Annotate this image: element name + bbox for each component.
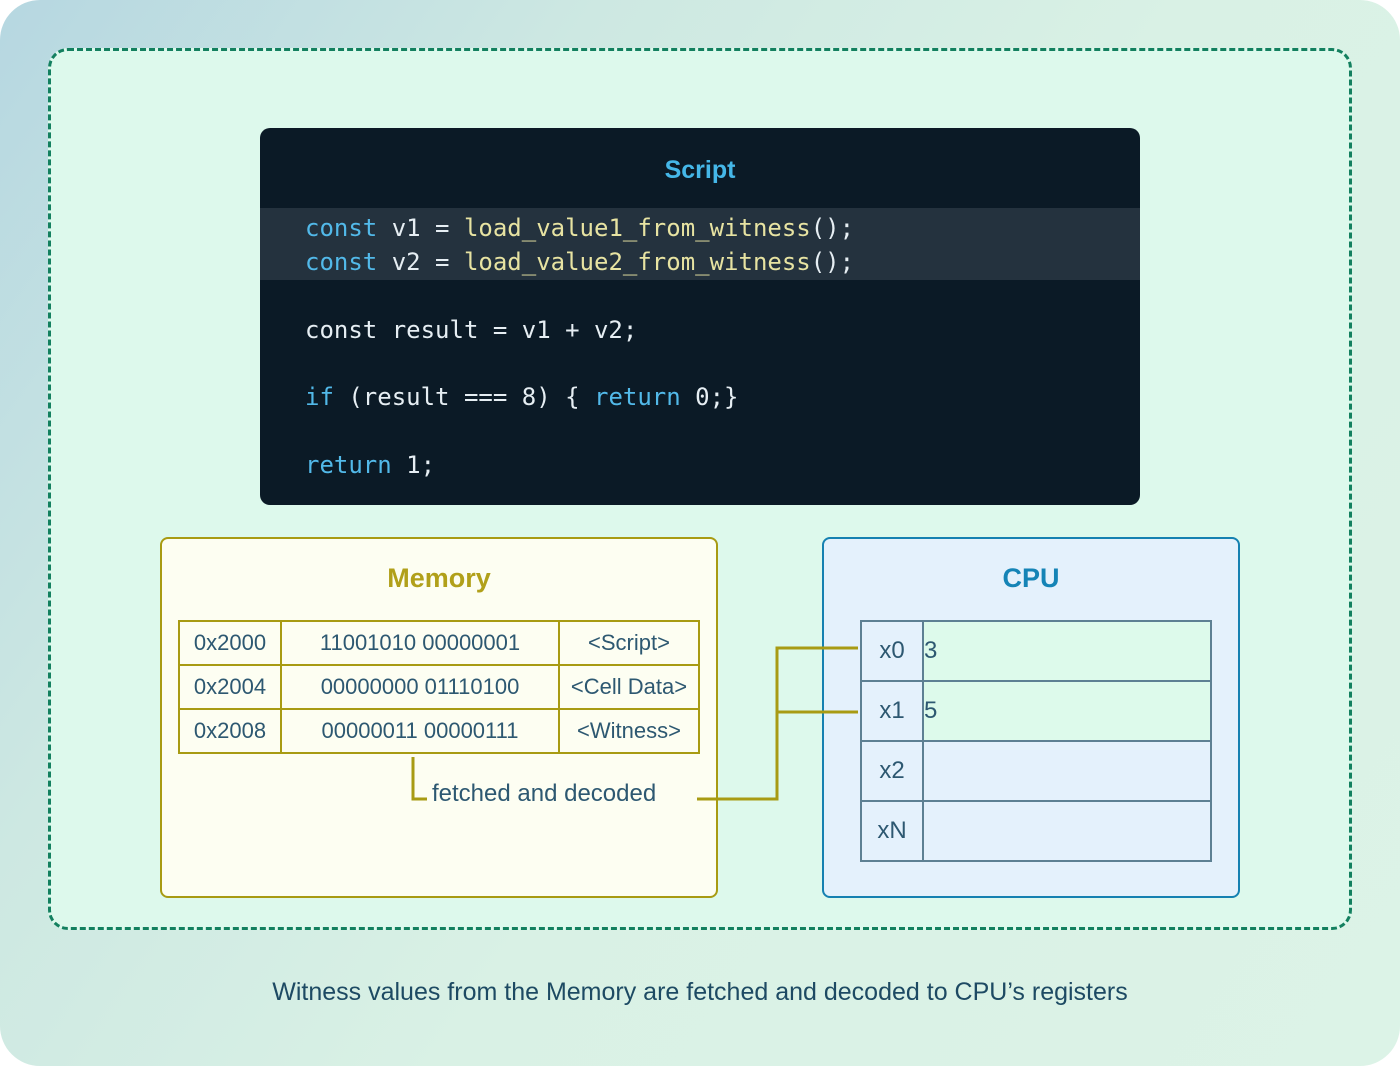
memory-address-cell: 0x2004 bbox=[178, 664, 282, 710]
memory-label-cell-highlighted: <Witness> bbox=[558, 708, 700, 754]
memory-bits-cell: 11001010 00000001 bbox=[280, 620, 560, 666]
code-token: const bbox=[305, 248, 378, 276]
register-row: x1 5 bbox=[860, 680, 1212, 742]
code-line-5: return 1; bbox=[305, 451, 435, 479]
code-line-4: if (result === 8) { return 0;} bbox=[305, 383, 739, 411]
memory-label-cell: <Script> bbox=[558, 620, 700, 666]
register-value-cell bbox=[922, 740, 1212, 802]
code-token: if bbox=[305, 383, 334, 411]
code-token: load_value2_from_witness bbox=[463, 248, 811, 276]
memory-bits-cell: 00000000 01110100 bbox=[280, 664, 560, 710]
cpu-register-table: x0 3 x1 5 x2 xN bbox=[860, 620, 1212, 862]
code-token: v1 = bbox=[377, 214, 464, 242]
memory-row: 0x2004 00000000 01110100 <Cell Data> bbox=[178, 664, 700, 710]
register-name-cell: x2 bbox=[860, 740, 924, 802]
code-token: const bbox=[305, 214, 378, 242]
code-token: v2 = bbox=[377, 248, 464, 276]
memory-address-cell: 0x2008 bbox=[178, 708, 282, 754]
code-token: (result === 8) { bbox=[333, 383, 594, 411]
memory-table: 0x2000 11001010 00000001 <Script> 0x2004… bbox=[178, 620, 700, 754]
code-line-2: const v2 = load_value2_from_witness(); bbox=[305, 248, 854, 276]
fetched-decoded-label: fetched and decoded bbox=[432, 780, 657, 807]
register-name-cell: x1 bbox=[860, 680, 924, 742]
register-row: xN bbox=[860, 800, 1212, 862]
code-token: 1; bbox=[391, 451, 436, 479]
register-name-cell: x0 bbox=[860, 620, 924, 682]
register-value-cell: 5 bbox=[922, 680, 1212, 742]
memory-address-cell: 0x2000 bbox=[178, 620, 282, 666]
code-line-1: const v1 = load_value1_from_witness(); bbox=[305, 214, 854, 242]
register-row: x2 bbox=[860, 740, 1212, 802]
register-row: x0 3 bbox=[860, 620, 1212, 682]
memory-label-cell: <Cell Data> bbox=[558, 664, 700, 710]
memory-bits-cell-highlighted: 00000011 00000111 bbox=[280, 708, 560, 754]
script-panel-title: Script bbox=[664, 156, 736, 184]
memory-row: 0x2000 11001010 00000001 <Script> bbox=[178, 620, 700, 666]
code-token: const result = v1 + v2; bbox=[305, 316, 638, 344]
code-token: load_value1_from_witness bbox=[463, 214, 811, 242]
code-token: return bbox=[594, 383, 681, 411]
register-value-cell: 3 bbox=[922, 620, 1212, 682]
memory-panel-title: Memory bbox=[387, 563, 491, 593]
code-token: (); bbox=[810, 248, 855, 276]
code-highlight-band bbox=[260, 208, 1140, 280]
memory-row-witness: 0x2008 00000011 00000111 <Witness> bbox=[178, 708, 700, 754]
register-value-cell bbox=[922, 800, 1212, 862]
code-line-3: const result = v1 + v2; bbox=[305, 316, 637, 344]
cpu-panel-title: CPU bbox=[1002, 563, 1060, 593]
memory-panel: Memory 0x2000 11001010 00000001 <Script>… bbox=[160, 537, 718, 898]
register-name-cell: xN bbox=[860, 800, 924, 862]
diagram-caption: Witness values from the Memory are fetch… bbox=[272, 978, 1128, 1006]
script-panel: Script const v1 = load_value1_from_witne… bbox=[260, 128, 1140, 505]
cpu-panel: CPU x0 3 x1 5 x2 xN bbox=[822, 537, 1240, 898]
code-token: 0;} bbox=[680, 383, 739, 411]
code-token: (); bbox=[810, 214, 855, 242]
code-token: return bbox=[305, 451, 392, 479]
